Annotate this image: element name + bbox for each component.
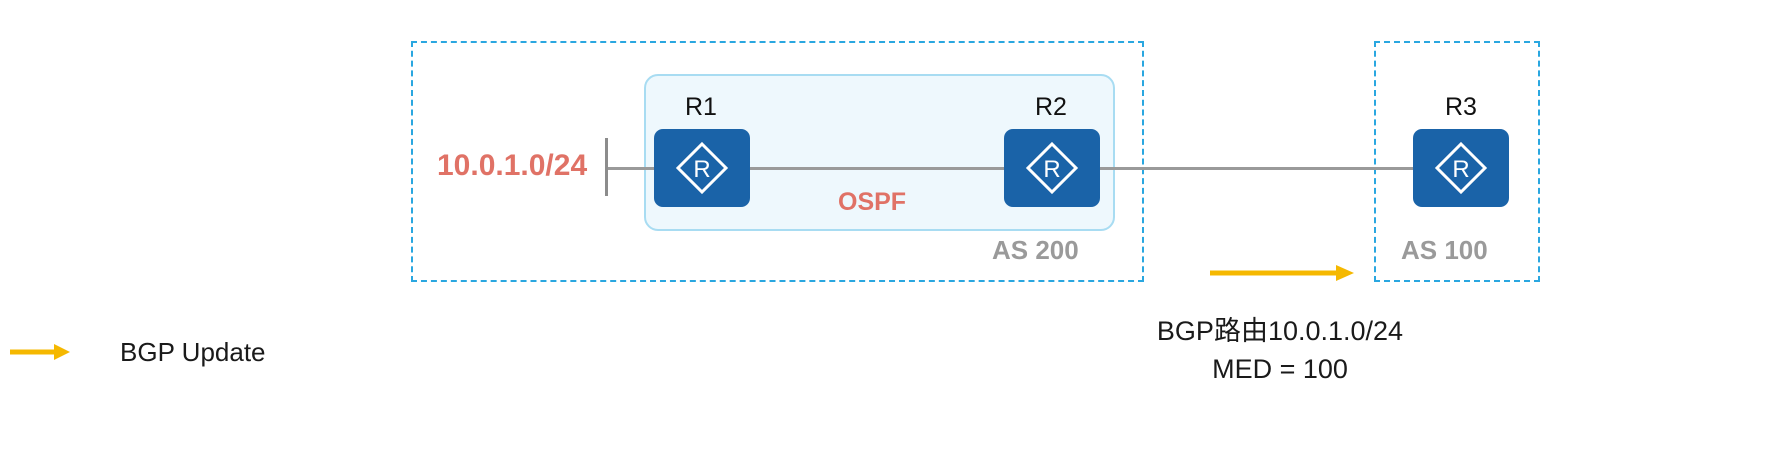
router-icon-glyph: R	[1452, 156, 1469, 183]
ospf-label: OSPF	[838, 188, 907, 216]
router-icon-glyph: R	[693, 156, 710, 183]
router-icon-glyph: R	[1043, 156, 1060, 183]
med-value-text: MED = 100	[1212, 354, 1348, 384]
link-r1-r2	[750, 167, 1006, 170]
router-icon: R	[1434, 141, 1488, 195]
as-100-label: AS 100	[1401, 235, 1488, 265]
as-200-label: AS 200	[992, 235, 1079, 265]
router-icon: R	[1025, 141, 1079, 195]
network-stub-bar	[605, 138, 608, 196]
router-r1[interactable]: R	[654, 129, 750, 207]
router-r2[interactable]: R	[1004, 129, 1100, 207]
router-label-r3: R3	[1445, 93, 1477, 121]
bgp-update-arrow	[1210, 265, 1354, 281]
bgp-update-note: BGP路由10.0.1.0/24 MED = 100	[1120, 312, 1440, 388]
router-label-r1: R1	[685, 93, 717, 121]
bgp-route-text: BGP路由10.0.1.0/24	[1156, 316, 1404, 346]
router-label-r2: R2	[1035, 93, 1067, 121]
router-icon: R	[675, 141, 729, 195]
network-prefix-label: 10.0.1.0/24	[437, 149, 588, 182]
legend-label: BGP Update	[120, 337, 266, 367]
link-r2-r3	[1100, 167, 1416, 170]
arrow-right-icon	[10, 344, 70, 360]
as-100-boundary	[1374, 41, 1540, 282]
link-stub-r1	[607, 167, 657, 170]
router-r3[interactable]: R	[1413, 129, 1509, 207]
as-200-boundary	[411, 41, 1144, 282]
